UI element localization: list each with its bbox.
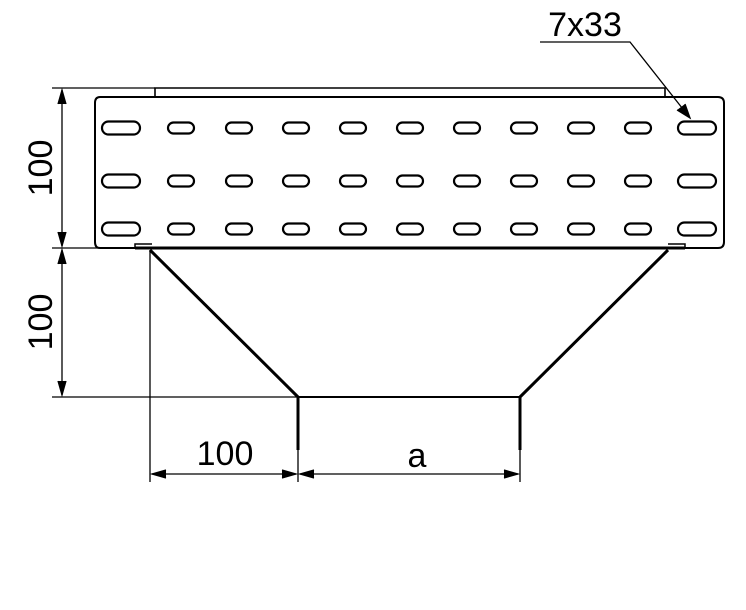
tray-left-bracket — [134, 243, 152, 248]
perforation-slot — [338, 174, 368, 188]
perforation-slot — [395, 222, 425, 236]
perforation-holes — [100, 120, 718, 237]
height-top-label: 100 — [22, 140, 60, 197]
perforation-slot-large — [100, 173, 142, 189]
perforation-slot — [281, 222, 311, 236]
perforation-slot — [281, 174, 311, 188]
height-bottom-label: 100 — [22, 294, 60, 351]
perforation-slot — [166, 121, 196, 135]
arrow-icon — [149, 469, 167, 479]
perforation-slot — [395, 174, 425, 188]
reducer-left-edge — [148, 248, 300, 399]
perforation-slot — [452, 121, 482, 135]
width-variable-label: a — [408, 437, 427, 475]
tray-body — [94, 87, 725, 250]
arrow-icon — [57, 247, 67, 265]
perforation-slot — [452, 174, 482, 188]
perforation-slot — [566, 222, 596, 236]
perforation-slot — [566, 174, 596, 188]
perforation-slot — [623, 174, 653, 188]
perforation-slot — [509, 174, 539, 188]
tray-side-panel — [94, 96, 725, 249]
reducer-body — [148, 248, 670, 450]
perforation-slot — [224, 174, 254, 188]
arrow-icon — [503, 469, 521, 479]
perforation-slot — [452, 222, 482, 236]
perforation-slot — [623, 121, 653, 135]
arrow-icon — [57, 87, 67, 105]
arrow-icon — [281, 469, 299, 479]
perforation-slot — [224, 121, 254, 135]
perforation-slot — [395, 121, 425, 135]
perforation-slot — [509, 222, 539, 236]
arrow-icon — [57, 231, 67, 249]
arrow-icon — [297, 469, 315, 479]
perforation-slot-large — [676, 120, 718, 136]
arrow-icon — [676, 103, 692, 120]
perforation-slot — [623, 222, 653, 236]
dimension-lines — [52, 41, 692, 482]
perforation-slot — [338, 121, 368, 135]
perforation-slot — [281, 121, 311, 135]
perforation-slot — [338, 222, 368, 236]
arrow-icon — [57, 380, 67, 398]
offset-width-label: 100 — [197, 435, 254, 473]
perforation-slot — [509, 121, 539, 135]
reducer-right-edge — [518, 248, 670, 399]
perforation-slot-large — [676, 173, 718, 189]
hole-size-label: 7x33 — [548, 6, 622, 44]
perforation-slot-large — [676, 221, 718, 237]
tray-right-bracket — [668, 243, 686, 248]
perforation-slot — [166, 222, 196, 236]
tray-top-flange — [154, 87, 666, 97]
perforation-slot — [166, 174, 196, 188]
perforation-slot — [566, 121, 596, 135]
perforation-slot-large — [100, 221, 142, 237]
perforation-slot-large — [100, 120, 142, 136]
perforation-slot — [224, 222, 254, 236]
leader-line — [540, 41, 691, 119]
